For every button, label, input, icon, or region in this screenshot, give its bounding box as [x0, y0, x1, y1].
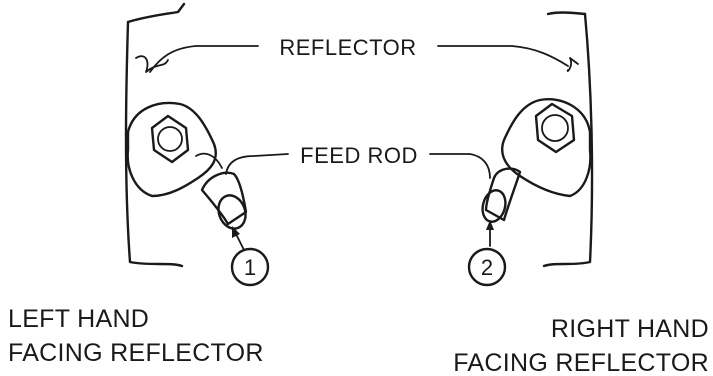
left-hand-caption: LEFT HAND FACING REFLECTOR [8, 302, 264, 370]
right-reflector-outline [542, 11, 594, 268]
left-caption-line1: LEFT HAND [8, 305, 150, 333]
feed-rod-label: FEED ROD [300, 143, 418, 168]
reflector-leaders [149, 45, 569, 73]
callout-1-number: 1 [244, 255, 256, 280]
reflector-label: REFLECTOR [279, 35, 416, 60]
left-caption-line2: FACING REFLECTOR [8, 339, 264, 367]
callout-1: 1 [230, 226, 270, 287]
left-reflector-outline [124, 2, 186, 268]
callout-2-number: 2 [481, 255, 493, 280]
feed-rod-leaders [225, 153, 491, 179]
right-hex-bolt [534, 102, 576, 154]
right-feed-assembly [481, 98, 592, 223]
left-hex-bolt [150, 114, 190, 164]
left-feed-assembly [126, 101, 248, 230]
callout-2: 2 [467, 220, 507, 287]
right-caption-line2: FACING REFLECTOR [453, 349, 709, 376]
right-hand-caption: RIGHT HAND FACING REFLECTOR [453, 312, 709, 376]
right-caption-line1: RIGHT HAND [550, 315, 709, 343]
